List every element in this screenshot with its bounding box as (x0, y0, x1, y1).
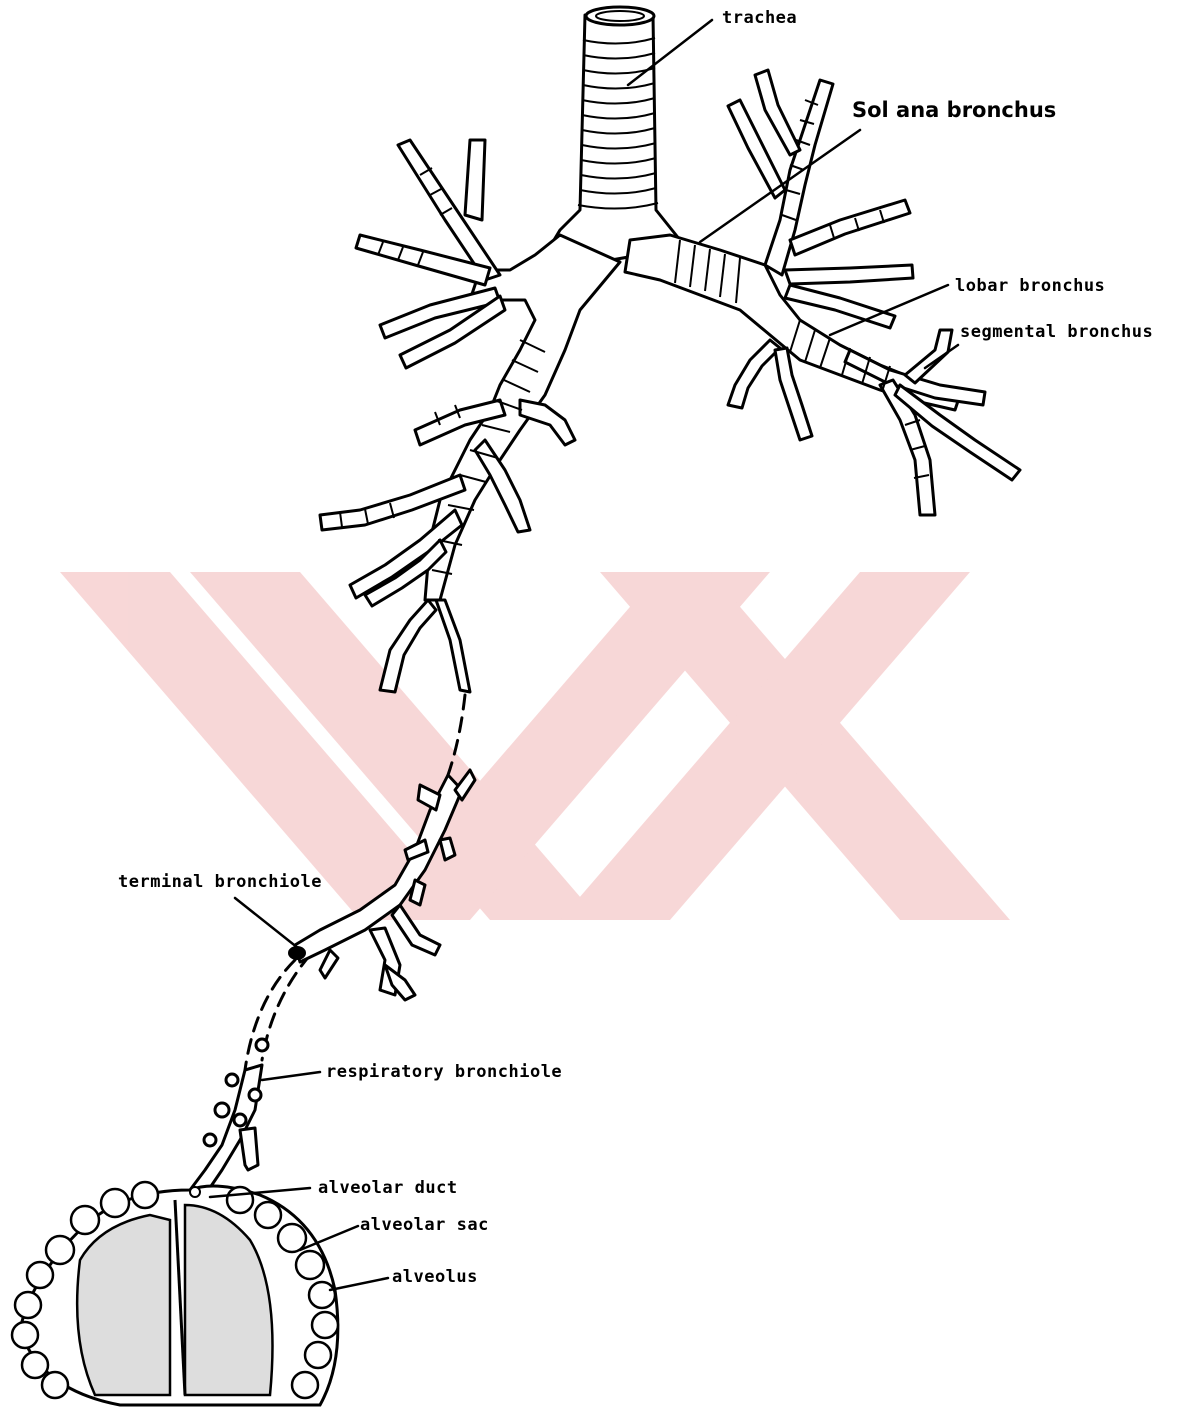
trachea (545, 7, 680, 262)
label-alveolar-sac: alveolar sac (360, 1215, 489, 1235)
label-terminal-bronchiole: terminal bronchiole (118, 872, 322, 892)
label-respiratory-bronchiole: respiratory bronchiole (326, 1062, 562, 1082)
label-segmental-bronchus: segmental bronchus (960, 322, 1153, 342)
label-alveolus: alveolus (392, 1267, 478, 1287)
label-trachea: trachea (722, 8, 797, 28)
label-lobar-bronchus: lobar bronchus (955, 276, 1105, 296)
label-main-bronchus: Sol ana bronchus (852, 98, 1056, 122)
watermark-logo (60, 572, 1010, 920)
alveolar-sac (12, 1182, 338, 1405)
label-alveolar-duct: alveolar duct (318, 1178, 458, 1198)
respiratory-bronchiole (190, 1039, 268, 1195)
